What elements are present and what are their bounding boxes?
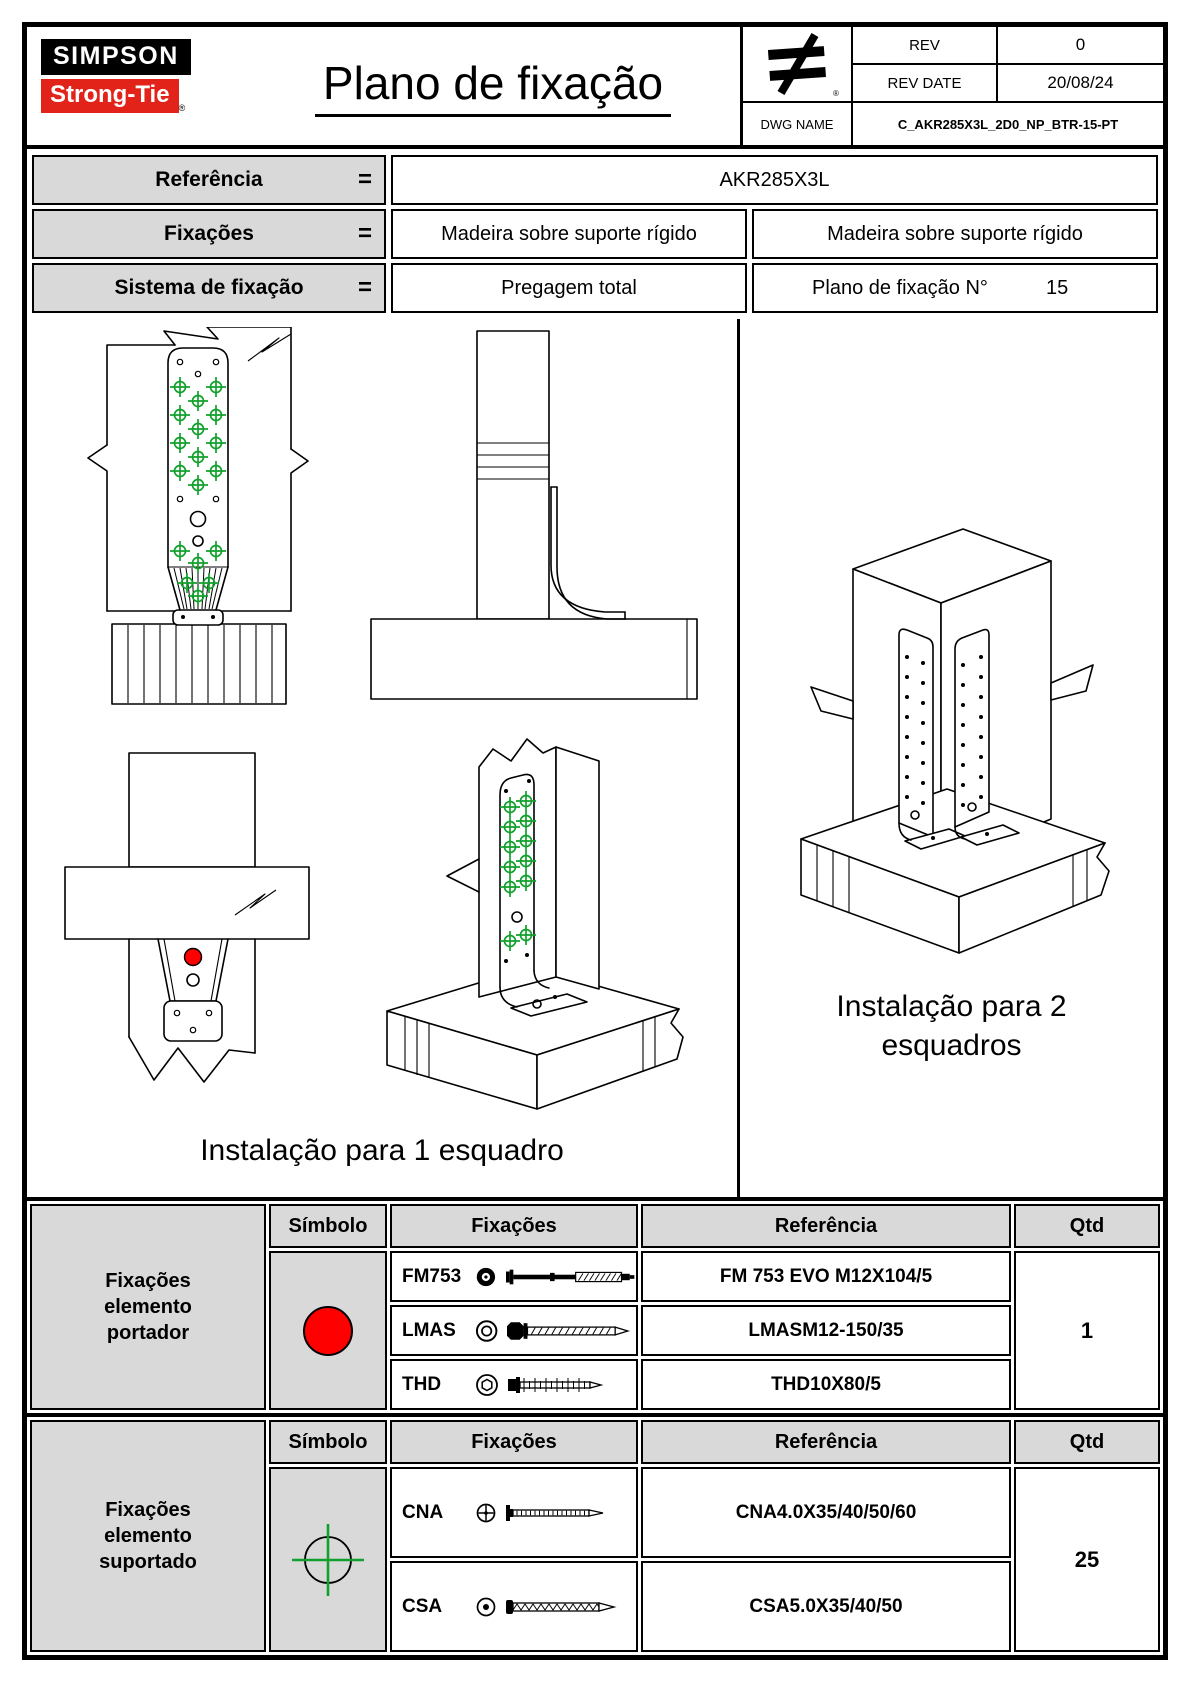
info-table: Referência = AKR285X3L Fixações = Madeir… (27, 149, 1163, 319)
lmas-head-end-icon (475, 1319, 498, 1342)
symbol-column-header: Símbolo (269, 1420, 387, 1464)
fm753-head-end-icon (476, 1267, 496, 1286)
bottom-view-drawing (64, 752, 310, 1083)
info-row-reference: Referência = AKR285X3L (32, 155, 1158, 205)
reference-value: AKR285X3L (391, 155, 1158, 205)
fixings-column-header: Fixações (390, 1420, 638, 1464)
carrier-fixing-row-fm753: FM753 (390, 1251, 638, 1302)
simpson-logo-text: SIMPSON (41, 39, 191, 75)
equals-sign: = (357, 220, 372, 247)
info-row-system: Sistema de fixação = Pregagem total Plan… (32, 263, 1158, 313)
title-area: Plano de fixação (246, 27, 740, 145)
plan-number-value: 15 (1046, 276, 1069, 299)
hex-head-screw-anchor-icon (507, 1321, 631, 1340)
caption-two-line2: esquadros (881, 1029, 1022, 1062)
frame-anchor-bolt-icon (505, 1269, 635, 1284)
isometric-one-bracket-drawing (386, 738, 684, 1110)
supported-qty-cell: 25 (1014, 1467, 1160, 1652)
revision-block: ® REV 0 REV DATE 20/08/24 DWG NAME C_AKR… (740, 27, 1163, 145)
wood-screw-icon (506, 1599, 617, 1614)
carrier-reference-thd: THD10X80/5 (641, 1359, 1011, 1410)
supported-symbol-cell (269, 1467, 387, 1652)
fixings-label: Fixações (164, 222, 254, 245)
drawing-area: Instalação para 1 esquadro Instalação pa… (27, 319, 1163, 1201)
rev-date-label: REV DATE (853, 65, 998, 103)
carrier-anchor-symbol (183, 947, 203, 967)
supported-fixing-row-cna: CNA (390, 1467, 638, 1558)
reference-column-header: Referência (641, 1420, 1011, 1464)
fixing-code: THD (402, 1373, 442, 1395)
not-equal-icon: ® (767, 32, 839, 98)
equals-sign: = (357, 274, 372, 301)
sheet-frame: SIMPSON Strong-Tie® Plano de fixação ® R… (22, 22, 1168, 1660)
rev-label: REV (853, 27, 998, 65)
carrier-fixing-row-thd: THD (390, 1359, 638, 1410)
fixings-value-left: Madeira sobre suporte rígido (391, 209, 747, 259)
red-circle-symbol-icon (303, 1305, 353, 1356)
fixing-code: LMAS (402, 1319, 456, 1341)
fixings-column-header: Fixações (390, 1204, 638, 1248)
supported-reference-csa: CSA5.0X35/40/50 (641, 1561, 1011, 1652)
strongtie-logo-text: Strong-Tie (41, 79, 179, 113)
concrete-screw-icon (508, 1376, 604, 1393)
plan-number-cell: Plano de fixação N° 15 (752, 263, 1158, 313)
registered-mark: ® (178, 103, 186, 113)
info-row-fixings: Fixações = Madeira sobre suporte rígido … (32, 209, 1158, 259)
simpson-strongtie-logo: SIMPSON Strong-Tie® (27, 27, 246, 145)
supported-table-label-cell: Fixações elemento suportado (30, 1420, 266, 1652)
ring-shank-nail-icon (506, 1504, 604, 1521)
green-crosshair-symbol-icon (292, 1523, 364, 1596)
qty-column-header: Qtd (1014, 1204, 1160, 1248)
thd-head-end-icon (476, 1373, 498, 1396)
carrier-qty-cell: 1 (1014, 1251, 1160, 1410)
csa-head-end-icon (476, 1597, 496, 1616)
table-separator (27, 1413, 1163, 1417)
carrier-fixing-row-lmas: LMAS (390, 1305, 638, 1356)
carrier-table-label-cell: Fixações elemento portador (30, 1204, 266, 1410)
carrier-reference-lmas: LMASM12-150/35 (641, 1305, 1011, 1356)
rev-value: 0 (998, 27, 1163, 65)
fixings-label-cell: Fixações = (32, 209, 386, 259)
reference-label: Referência (155, 168, 263, 191)
drawing-divider (737, 319, 740, 1197)
system-label: Sistema de fixação (114, 276, 304, 299)
plan-number-label: Plano de fixação N° (812, 276, 988, 299)
symbol-column-header: Símbolo (269, 1204, 387, 1248)
equals-sign: = (357, 166, 372, 193)
carrier-reference-fm753: FM 753 EVO M12X104/5 (641, 1251, 1011, 1302)
carrier-table-label: Fixações elemento portador (104, 1270, 192, 1344)
rev-date-value: 20/08/24 (998, 65, 1163, 103)
not-equal-logo-cell: ® (743, 27, 853, 103)
supported-reference-cna: CNA4.0X35/40/50/60 (641, 1467, 1011, 1558)
system-label-cell: Sistema de fixação = (32, 263, 386, 313)
fixings-value-right: Madeira sobre suporte rígido (752, 209, 1158, 259)
caption-one-bracket: Instalação para 1 esquadro (200, 1134, 564, 1167)
side-view-drawing (370, 330, 698, 700)
page-title: Plano de fixação (314, 56, 672, 117)
caption-two-line1: Instalação para 2 (836, 990, 1067, 1023)
supported-table-label: Fixações elemento suportado (99, 1499, 197, 1573)
reference-label-cell: Referência = (32, 155, 386, 205)
fixing-code: CSA (402, 1595, 443, 1617)
dwg-name-value: C_AKR285X3L_2D0_NP_BTR-15-PT (897, 116, 1119, 132)
supported-fixing-row-csa: CSA (390, 1561, 638, 1652)
fixing-code: CNA (402, 1501, 444, 1523)
system-value: Pregagem total (391, 263, 747, 313)
supported-fixings-table: Fixações elemento suportado Símbolo Fixa… (27, 1417, 1163, 1655)
front-view-drawing (87, 327, 309, 705)
caption-two-brackets: Instalação para 2 esquadros (740, 987, 1163, 1065)
carrier-fixings-table: Fixações elemento portador Símbolo Fixaç… (27, 1201, 1163, 1413)
qty-column-header: Qtd (1014, 1420, 1160, 1464)
carrier-symbol-cell (269, 1251, 387, 1410)
title-block: SIMPSON Strong-Tie® Plano de fixação ® R… (27, 27, 1163, 149)
dwg-name-label: DWG NAME (743, 103, 853, 145)
fixing-code: FM753 (402, 1265, 462, 1287)
isometric-two-brackets-drawing (800, 528, 1110, 954)
svg-text:®: ® (833, 89, 839, 98)
cna-head-end-icon (476, 1503, 496, 1522)
reference-column-header: Referência (641, 1204, 1011, 1248)
